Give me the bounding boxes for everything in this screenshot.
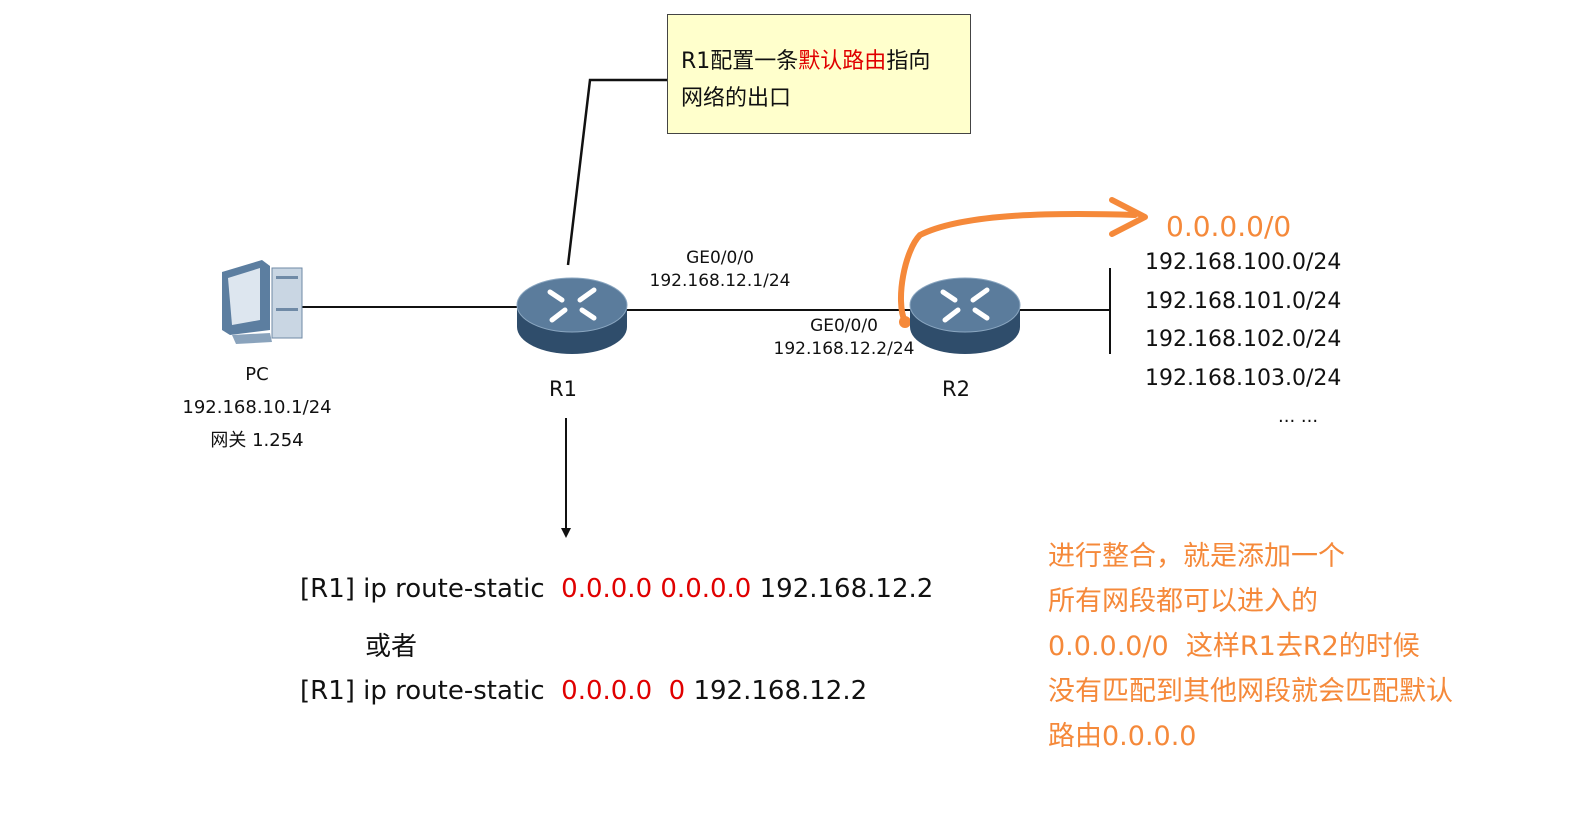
network-item: 192.168.102.0/24 [1145, 327, 1342, 352]
r2-iface: GE0/0/0 [810, 316, 878, 336]
r1-ip: 192.168.12.1/24 [649, 271, 791, 291]
network-item: 192.168.103.0/24 [1145, 365, 1342, 391]
command-nexthop: 192.168.12.2 [759, 574, 934, 604]
router-r1-icon [516, 277, 628, 354]
pc-icon [222, 260, 303, 344]
network-item: 192.168.100.0/24 [1145, 250, 1342, 275]
pc-labels: PC 192.168.10.1/24 网关 1.254 [157, 358, 357, 457]
network-item: 192.168.101.0/24 [1145, 288, 1342, 314]
default-route-arrow [897, 211, 1138, 325]
callout-line [566, 78, 667, 266]
command-prefix: [R1] ip route-static [300, 574, 545, 604]
pc-ip: 192.168.10.1/24 [182, 397, 332, 418]
r2-ip: 192.168.12.2/24 [773, 339, 915, 359]
summary-line: 路由0.0.0.0 [1048, 721, 1197, 752]
summary-line: 进行整合，就是添加一个 [1048, 541, 1345, 572]
pc-gateway: 网关 1.254 [210, 430, 304, 451]
network-list: 192.168.100.0/24 192.168.101.0/24 192.16… [1145, 244, 1341, 437]
network-ellipsis: ... ... [1278, 406, 1319, 427]
pc-name: PC [245, 364, 269, 385]
command-line-1: [R1] ip route-static 0.0.0.0 0.0.0.0 192… [300, 574, 933, 604]
r1-iface-labels: GE0/0/0 192.168.12.1/24 [640, 247, 800, 293]
r2-iface-labels: GE0/0/0 192.168.12.2/24 [764, 315, 924, 361]
summary-line: 没有匹配到其他网段就会匹配默认 [1048, 676, 1453, 707]
note-text: R1配置一条 [681, 49, 799, 74]
summary-line: 0.0.0.0/0 这样R1去R2的时候 [1048, 631, 1420, 662]
note-text-suffix: 指向 [886, 49, 931, 74]
default-route-label: 0.0.0.0/0 [1166, 210, 1292, 243]
command-line-2: [R1] ip route-static 0.0.0.0 0 192.168.1… [300, 676, 867, 706]
r1-iface: GE0/0/0 [686, 248, 754, 268]
command-dest: 0.0.0.0 0.0.0.0 [561, 574, 752, 604]
router-r2-icon [909, 277, 1021, 354]
or-label: 或者 [365, 632, 418, 662]
summary-text: 进行整合，就是添加一个 所有网段都可以进入的 0.0.0.0/0 这样R1去R2… [1048, 534, 1453, 759]
down-arrow-head [561, 528, 571, 538]
r1-name: R1 [549, 377, 577, 401]
callout-note: R1配置一条默认路由指向 网络的出口 [667, 14, 971, 134]
command-dest: 0.0.0.0 0 [561, 676, 686, 706]
summary-line: 所有网段都可以进入的 [1048, 586, 1318, 617]
note-line2: 网络的出口 [681, 86, 792, 111]
command-nexthop: 192.168.12.2 [693, 676, 868, 706]
note-highlight: 默认路由 [798, 49, 887, 74]
command-prefix: [R1] ip route-static [300, 676, 545, 706]
r2-name: R2 [942, 377, 970, 401]
